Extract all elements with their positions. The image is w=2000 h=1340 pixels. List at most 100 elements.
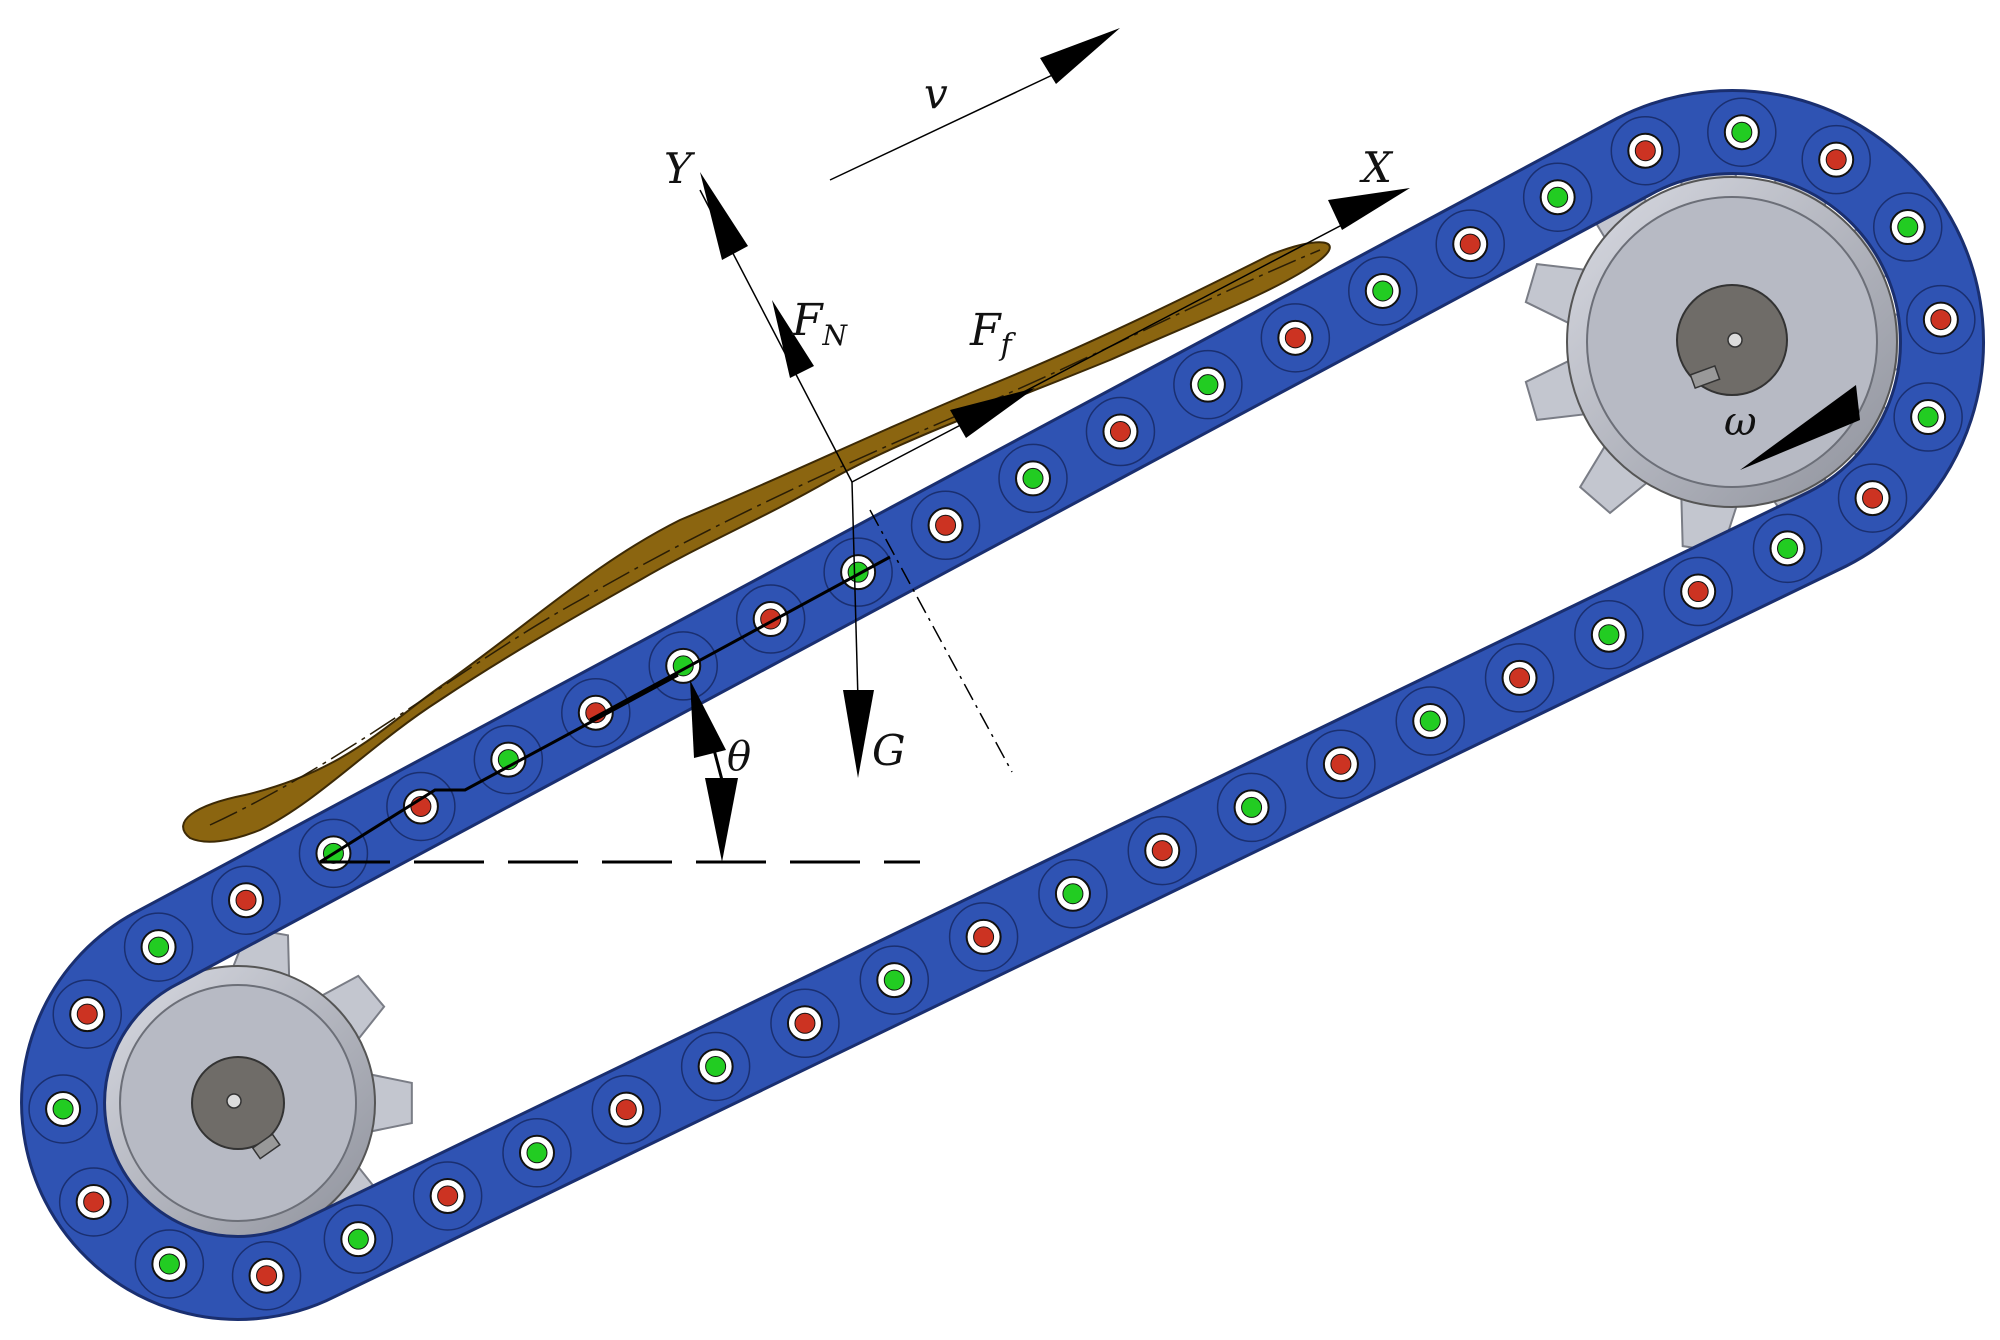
gravity-label: G <box>872 726 906 775</box>
chain-link-plate <box>1574 599 1644 670</box>
chain-pin <box>1897 216 1919 238</box>
chain-link-plate <box>123 912 194 982</box>
chain-link-plate <box>561 677 631 748</box>
chain-link-plate <box>412 1161 483 1231</box>
chain-pin <box>1777 537 1799 559</box>
chain-pin <box>794 1012 816 1034</box>
chain-link-plate <box>998 443 1068 514</box>
y-axis-arrowhead <box>700 172 748 260</box>
chain-pin <box>1862 487 1884 509</box>
angle-indicator <box>690 680 738 862</box>
velocity-arrowhead <box>1040 28 1120 84</box>
chain-link-plate <box>1216 772 1287 843</box>
chain-link-plate <box>1127 815 1198 886</box>
chain-pin <box>1930 309 1952 331</box>
chain-pin <box>1109 421 1131 443</box>
chain-link-plate <box>1435 209 1505 279</box>
chain-link-plate <box>1484 643 1555 713</box>
normal-force-label: FN <box>791 295 849 352</box>
chain-pin <box>1687 581 1709 603</box>
chain-link-plate <box>648 631 718 701</box>
left-sprocket-axle <box>226 1093 242 1109</box>
chain-link-plate <box>58 1167 129 1237</box>
chain-link-plate <box>1893 382 1963 452</box>
chain-link-plate <box>910 490 981 561</box>
chain-pin <box>1419 710 1441 732</box>
chain-link-plate <box>1873 192 1943 262</box>
chain-link-plate <box>770 988 840 1059</box>
chain-pin <box>83 1191 105 1213</box>
chain-link-plate <box>28 1074 98 1144</box>
chain <box>20 89 1985 1321</box>
normal-force-arrowhead <box>772 300 814 378</box>
chain-rollers <box>28 97 1976 1311</box>
chain-link-plate <box>323 1204 394 1274</box>
chain-link-plate <box>473 724 544 795</box>
chain-pin <box>1241 796 1263 818</box>
material-particle <box>182 241 1331 843</box>
chain-pin <box>1509 667 1531 689</box>
chain-pin <box>148 936 170 958</box>
material-centerline <box>209 249 1321 826</box>
x-axis-arrowhead <box>1328 188 1410 230</box>
chain-pin <box>158 1253 180 1275</box>
chain-pin <box>1547 186 1569 208</box>
friction-force-label: Ff <box>969 305 1017 363</box>
chain-link-plate <box>134 1229 205 1299</box>
velocity-line <box>829 61 1081 181</box>
chain-pin <box>52 1098 74 1120</box>
chain-pin <box>1062 883 1084 905</box>
chain-link-plate <box>502 1118 572 1188</box>
chain-link-plate <box>1707 97 1777 167</box>
left-sprocket-key <box>251 1133 281 1160</box>
chain-link-plate <box>1038 859 1108 929</box>
chain-link-plate <box>859 945 930 1015</box>
chain-pin <box>705 1055 727 1077</box>
incline-reference <box>319 509 1013 864</box>
chain-pin <box>1825 149 1847 171</box>
chain-pin <box>1634 140 1656 162</box>
gravity-arrowhead <box>843 690 874 778</box>
chain-pin <box>256 1265 278 1287</box>
chain-pin <box>883 969 905 991</box>
force-diagram <box>699 28 1860 778</box>
chain-pin <box>347 1228 369 1250</box>
chain-link-plate <box>386 771 456 842</box>
chain-link-plate <box>1306 729 1376 799</box>
friction-force-arrowhead <box>950 388 1035 438</box>
chain-link-plate <box>298 818 369 889</box>
chain-pin <box>1330 753 1352 775</box>
chain-pin <box>76 1003 98 1025</box>
chain-pin <box>1459 233 1481 255</box>
chain-pin <box>973 926 995 948</box>
chain-pin <box>615 1099 637 1121</box>
chain-link-plate <box>1906 284 1976 355</box>
normal-force-label-main: F <box>791 295 824 346</box>
chain-link-plate <box>1752 513 1823 584</box>
friction-force-label-sub: f <box>999 328 1017 363</box>
chain-pin <box>1022 467 1044 489</box>
angle-arrow-up-head <box>690 680 726 758</box>
chain-pin <box>235 889 257 911</box>
chain-pin <box>935 514 957 536</box>
normal-dashdot-line <box>869 509 1013 773</box>
chain-pin <box>1917 406 1939 428</box>
chain-pin <box>1598 624 1620 646</box>
material-body <box>182 241 1331 843</box>
velocity-label: v <box>924 69 948 118</box>
incline-line <box>319 555 891 864</box>
chain-link-plate <box>1085 396 1156 467</box>
right-sprocket-axle <box>1727 332 1743 348</box>
normal-force-label-sub: N <box>822 319 849 352</box>
chain-link-plate <box>1522 162 1593 232</box>
chain-link-plate <box>1260 303 1331 373</box>
angle-label: θ <box>727 734 751 780</box>
chain-pin <box>1197 374 1219 396</box>
friction-force-label-main: F <box>969 305 1002 356</box>
chain-link-plate <box>1663 556 1733 627</box>
chain-link-plate <box>1837 463 1908 533</box>
chain-link-plate <box>948 902 1019 972</box>
angular-velocity-label: ω <box>1724 399 1757 445</box>
